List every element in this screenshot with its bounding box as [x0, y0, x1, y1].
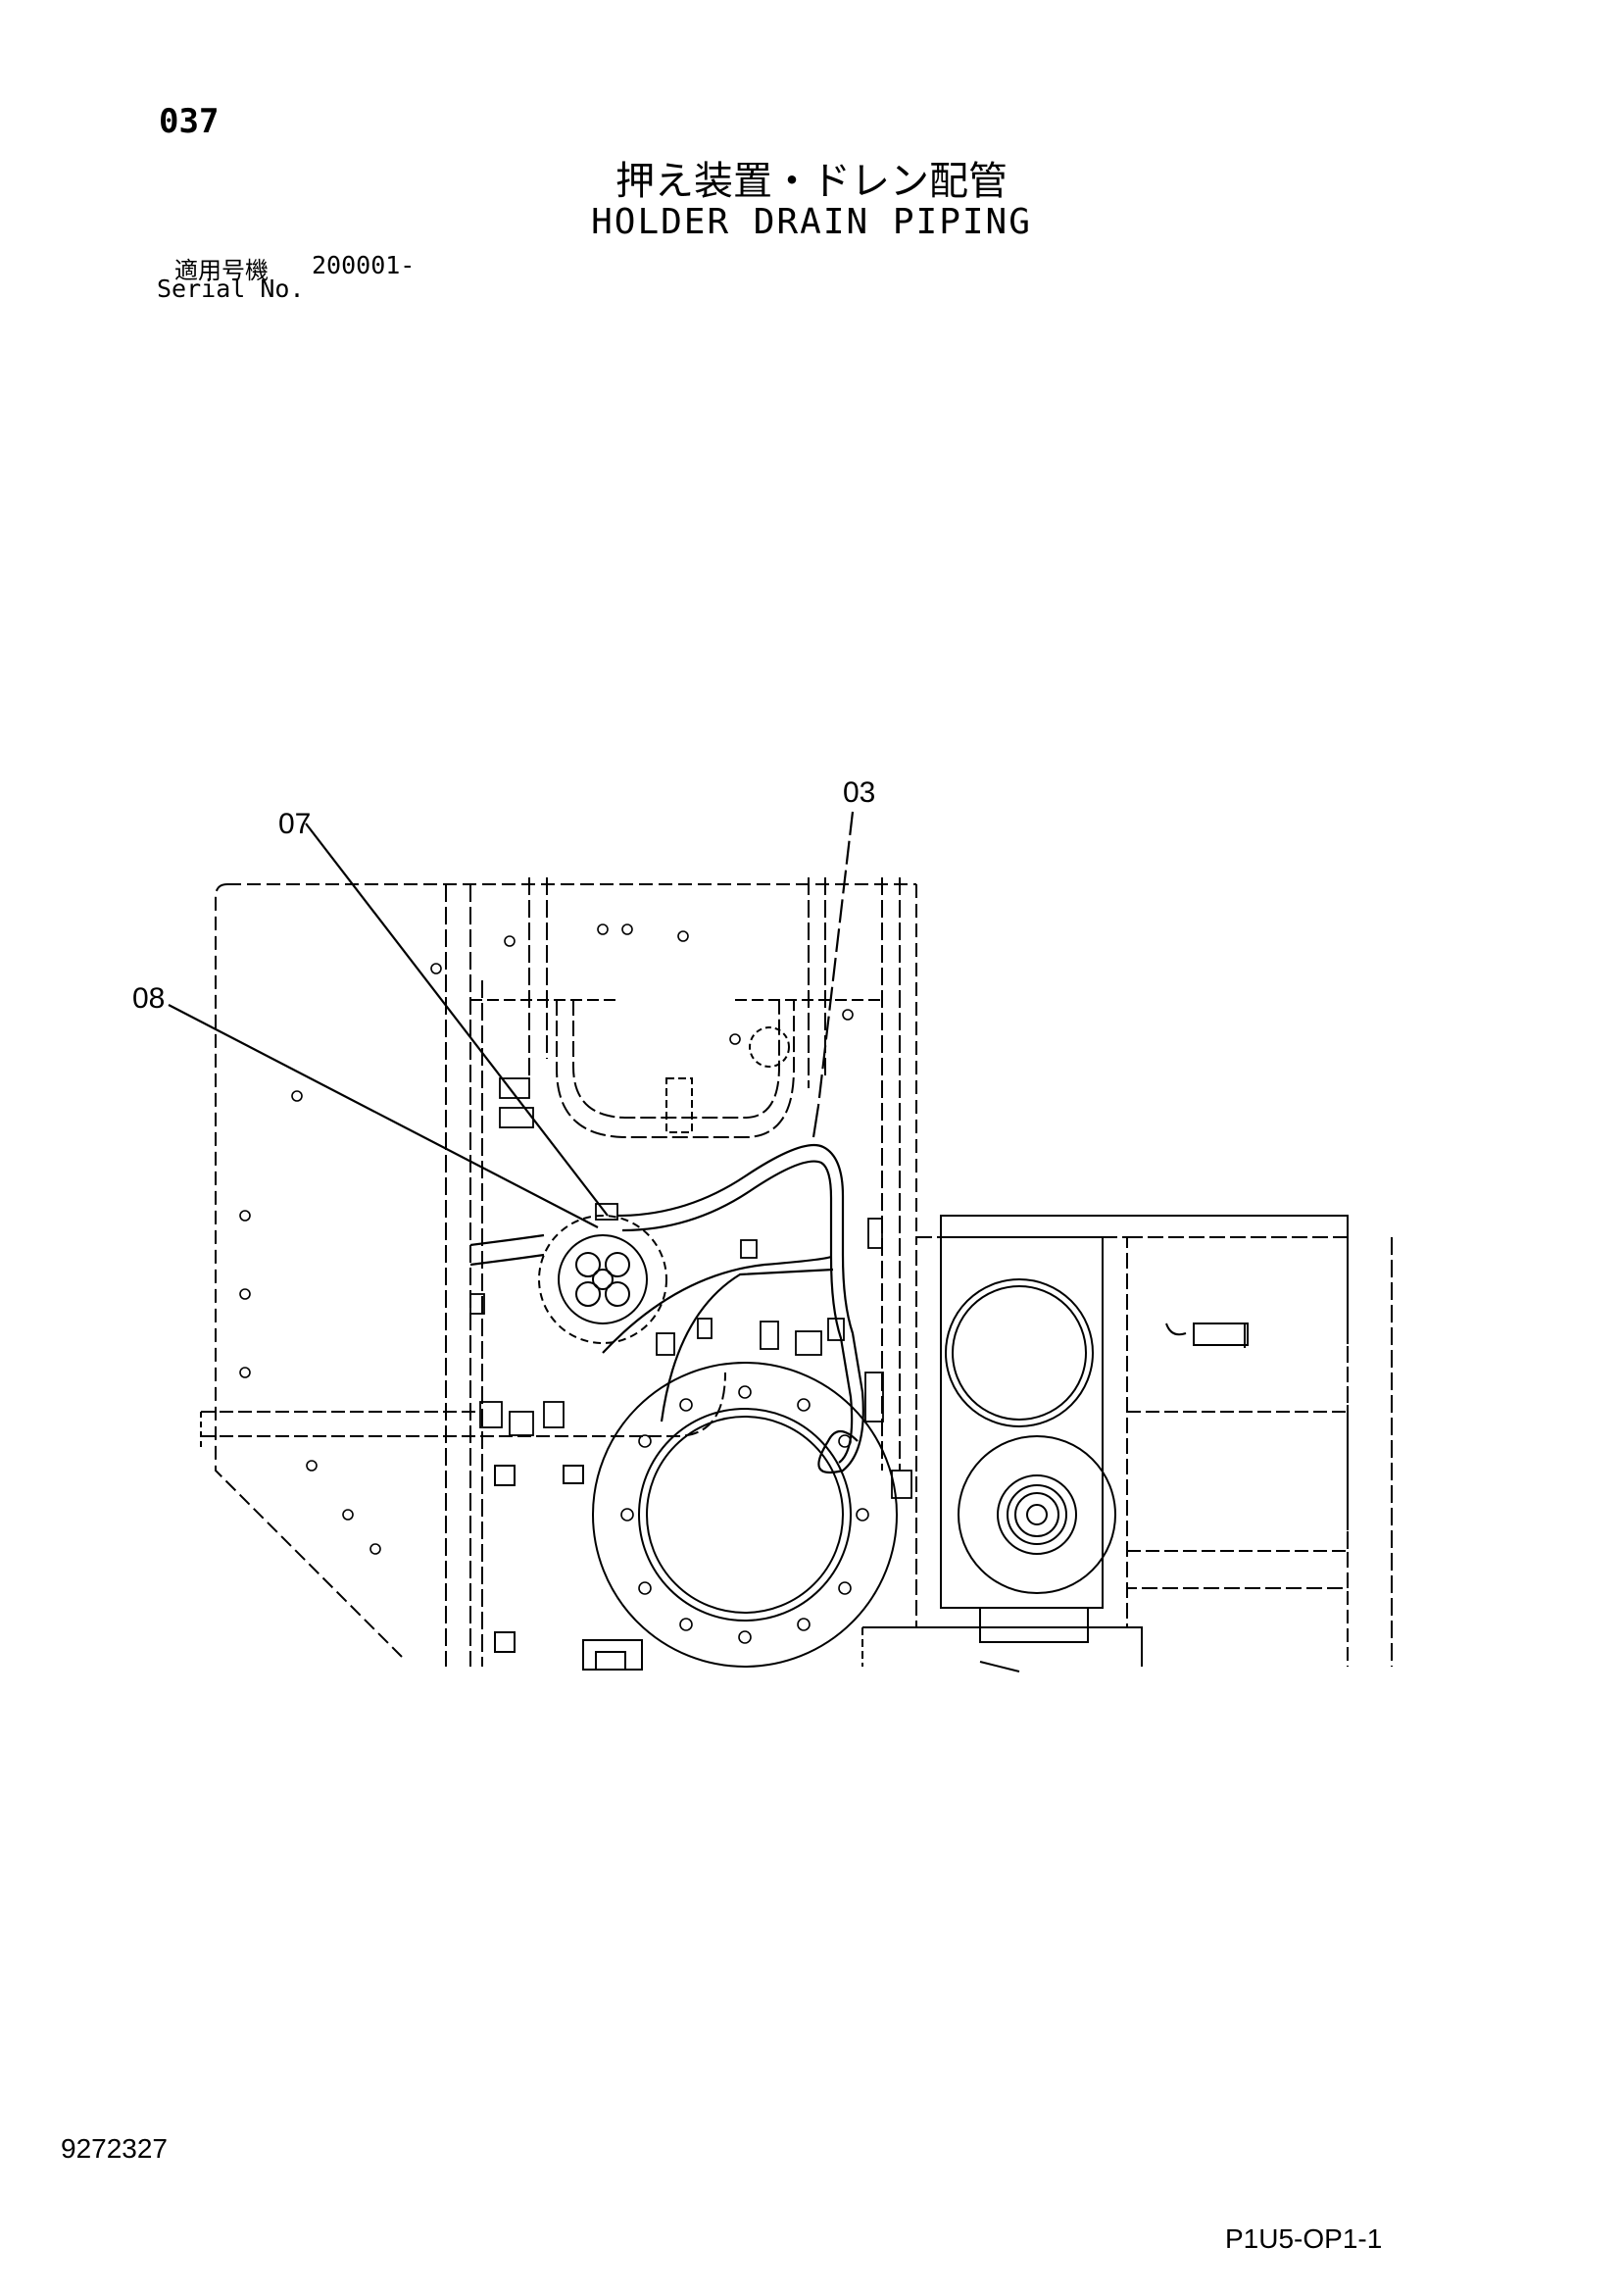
callout-08: 08: [132, 982, 165, 1015]
callout-03: 03: [843, 776, 875, 809]
gearbox-housing: [915, 1215, 1393, 1667]
gearbox-lower-cover: [958, 1435, 1116, 1594]
bolt-holes: [239, 923, 854, 1555]
small-round-component: [538, 1215, 667, 1344]
drain-hose: [469, 1143, 864, 1474]
serial-label-japanese: 適用号機: [174, 257, 269, 284]
serial-label-english: Serial No.: [157, 275, 305, 303]
page-number: 037: [159, 102, 220, 141]
serial-number-value: 200001-: [312, 251, 416, 279]
page-title-english: HOLDER DRAIN PIPING: [591, 202, 1032, 242]
page-title-japanese: 押え装置・ドレン配管: [615, 159, 1008, 204]
document-number: 9272327: [61, 2133, 169, 2164]
frame-outline: [215, 883, 403, 1658]
flange-bolts: [620, 1385, 869, 1644]
vertical-rails: [445, 877, 901, 1667]
leader-lines: [168, 811, 855, 1228]
upper-u-channel: [556, 1000, 795, 1138]
callout-07: 07: [278, 808, 311, 840]
gearbox-upper-cover: [945, 1278, 1094, 1427]
large-flange: [592, 1362, 898, 1668]
sheet-code: P1U5-OP1-1: [1225, 2223, 1383, 2254]
